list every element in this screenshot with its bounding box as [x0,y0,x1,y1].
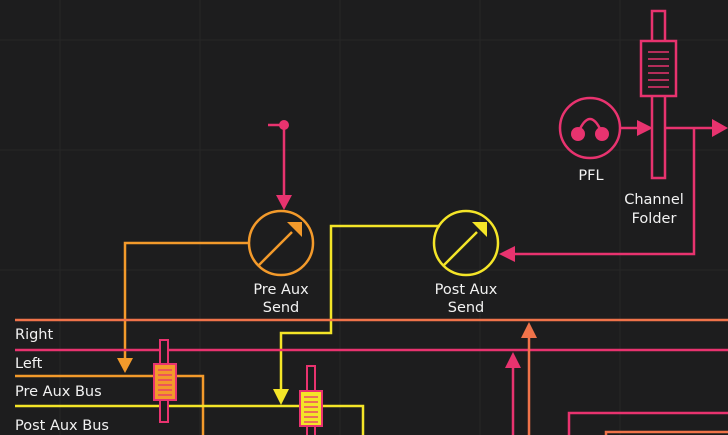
pink-return-line [567,411,728,435]
channel-output-line [499,119,728,262]
post-aux-bus-label: Post Aux Bus [15,418,109,434]
left-bus-label: Left [15,356,43,372]
post-aux-send-line [273,224,440,405]
pre-aux-bus-label: Pre Aux Bus [15,384,102,400]
pre-aux-send-line [117,241,249,373]
pre-aux-send-knob[interactable] [247,209,315,277]
post-aux-bus-line [15,404,365,435]
post-aux-send-label: Post Aux [435,282,498,298]
pfl-label: PFL [578,168,603,184]
pfl-to-fader-arrow [620,120,653,136]
pre-aux-send-label-2: Send [263,300,300,316]
pre-aux-bus-fader[interactable] [153,339,177,423]
pre-aux-bus-line [15,374,205,435]
pink-input-line [268,120,292,210]
channel-folder-label-2: Folder [632,211,677,227]
post-aux-bus-fader[interactable] [299,365,323,435]
right-bus-label: Right [15,327,53,343]
post-aux-send-label-2: Send [448,300,485,316]
pre-aux-send-label: Pre Aux [253,282,309,298]
pfl-headphones-icon[interactable] [558,96,622,160]
channel-fader[interactable] [639,9,678,180]
left-bus-input-arrow [505,352,521,435]
right-bus-input-arrow [521,322,537,435]
channel-folder-label: Channel [624,192,684,208]
coral-return-line [604,430,728,435]
post-aux-send-knob[interactable] [432,209,500,277]
